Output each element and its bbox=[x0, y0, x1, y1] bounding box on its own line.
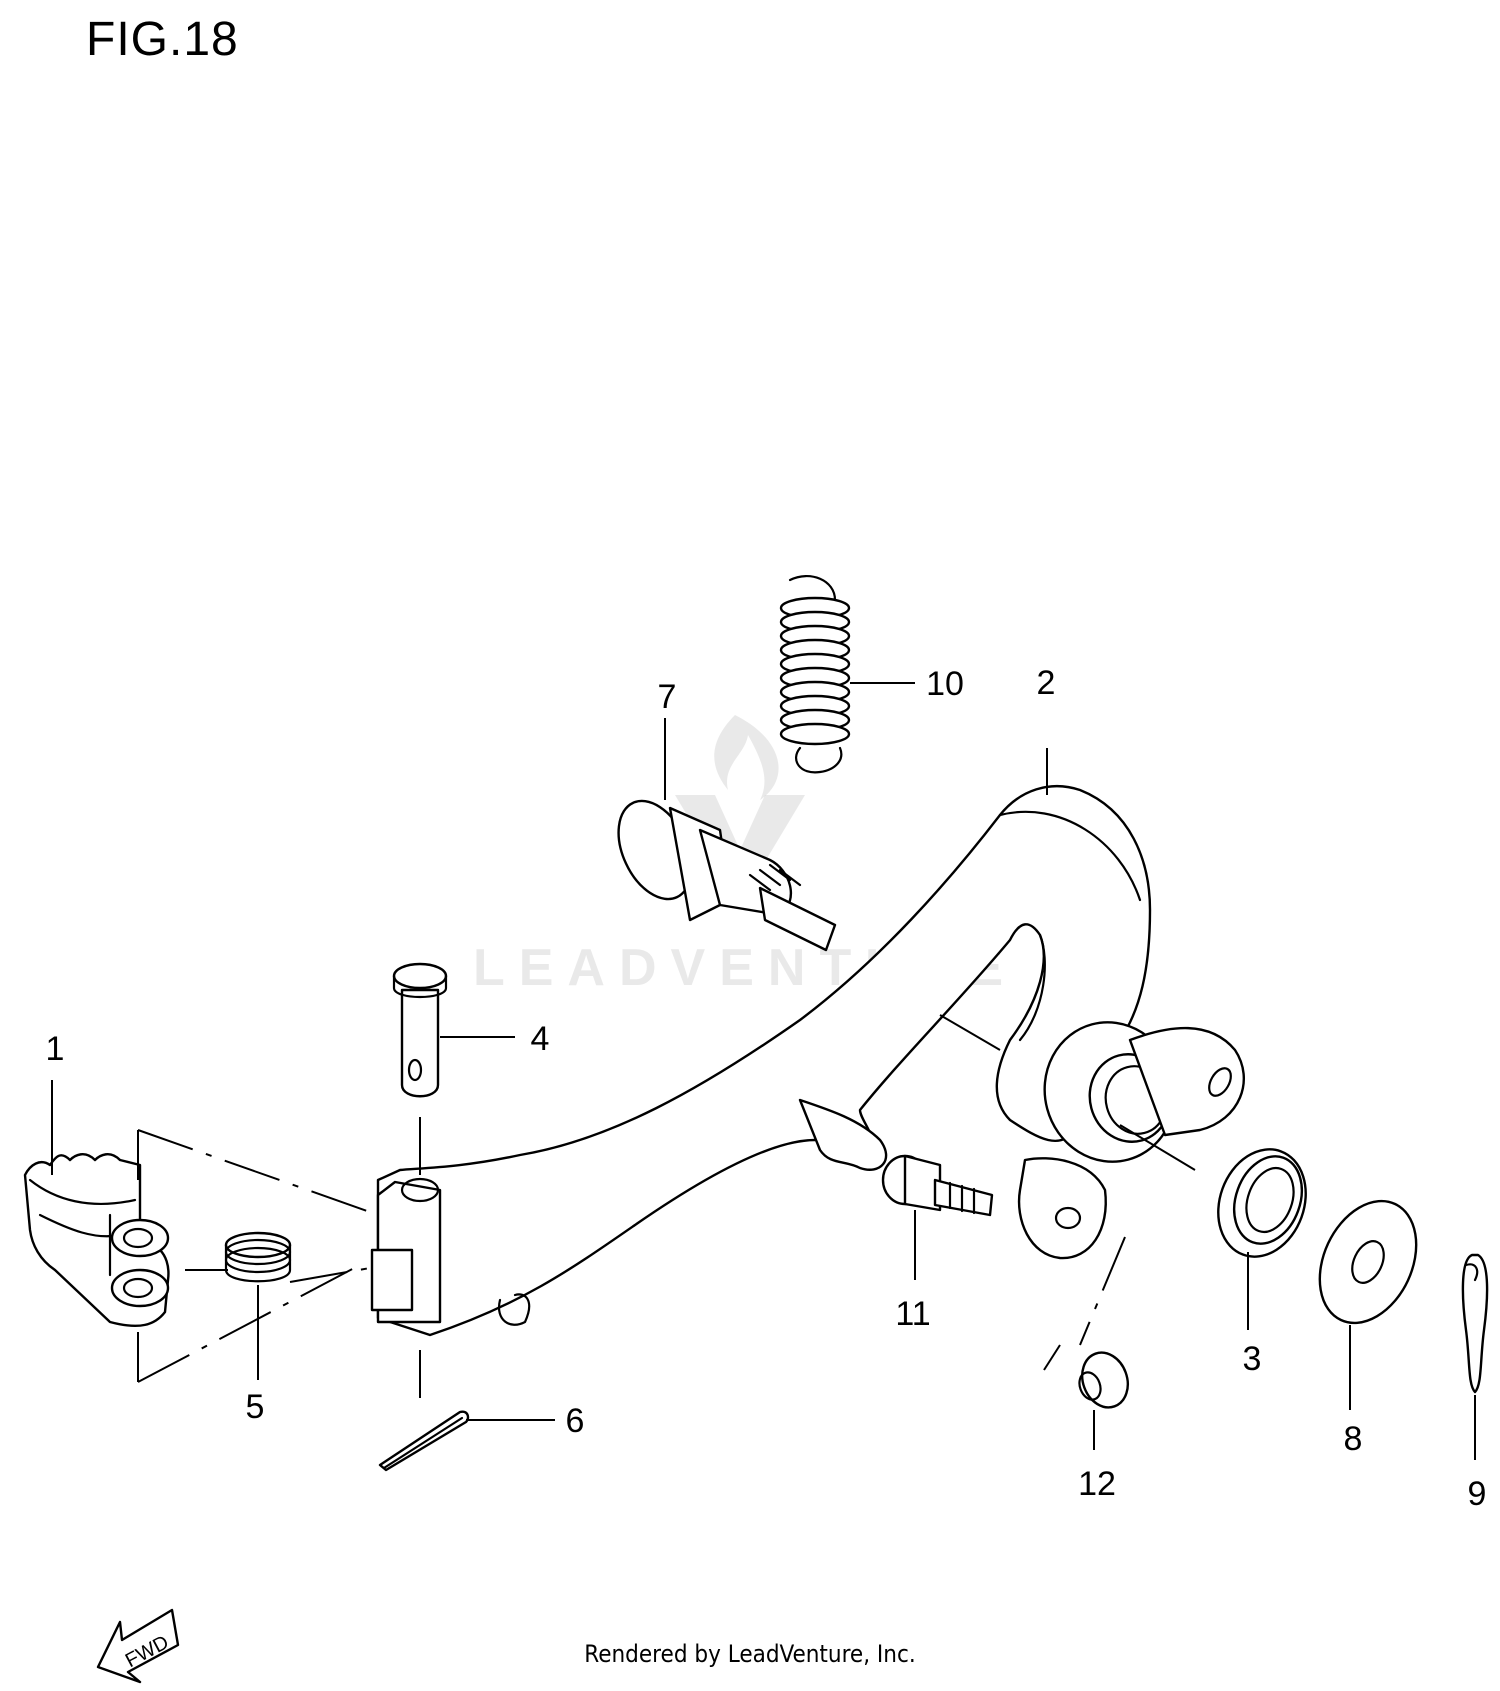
callout-7: 7 bbox=[658, 678, 677, 716]
seal-3 bbox=[1217, 1148, 1307, 1258]
callout-3: 3 bbox=[1243, 1340, 1262, 1378]
cotter-pin bbox=[378, 1410, 470, 1472]
render-credit: Rendered by LeadVenture, Inc. bbox=[584, 1640, 916, 1668]
spring-coils bbox=[779, 596, 851, 746]
return-spring bbox=[779, 575, 851, 774]
callout-9: 9 bbox=[1468, 1475, 1487, 1513]
figure-title: FIG.18 bbox=[86, 13, 239, 66]
clevis-pin bbox=[392, 962, 448, 1098]
callout-labels: 1 2 3 4 5 6 7 8 9 10 11 12 bbox=[46, 664, 1487, 1513]
callout-4: 4 bbox=[531, 1020, 550, 1058]
callout-6: 6 bbox=[566, 1402, 585, 1440]
callout-2: 2 bbox=[1037, 664, 1056, 702]
pivot-bolt bbox=[617, 799, 837, 952]
leader-lines bbox=[51, 682, 1476, 1460]
callout-12: 12 bbox=[1078, 1465, 1116, 1503]
callout-1: 1 bbox=[46, 1030, 65, 1068]
washer-8 bbox=[1318, 1199, 1418, 1325]
pedal-tip bbox=[23, 1153, 170, 1327]
callout-11: 11 bbox=[895, 1295, 930, 1333]
assembly-lines bbox=[137, 1014, 1126, 1398]
callout-8: 8 bbox=[1344, 1420, 1363, 1458]
collar-12 bbox=[1078, 1351, 1129, 1409]
pedal-spring bbox=[224, 1231, 292, 1283]
callout-10: 10 bbox=[926, 665, 964, 703]
callout-5: 5 bbox=[246, 1388, 265, 1426]
brake-pedal-arm bbox=[370, 785, 1245, 1337]
bolt-11 bbox=[881, 1154, 994, 1217]
cotter-pin-9 bbox=[1461, 1253, 1489, 1394]
